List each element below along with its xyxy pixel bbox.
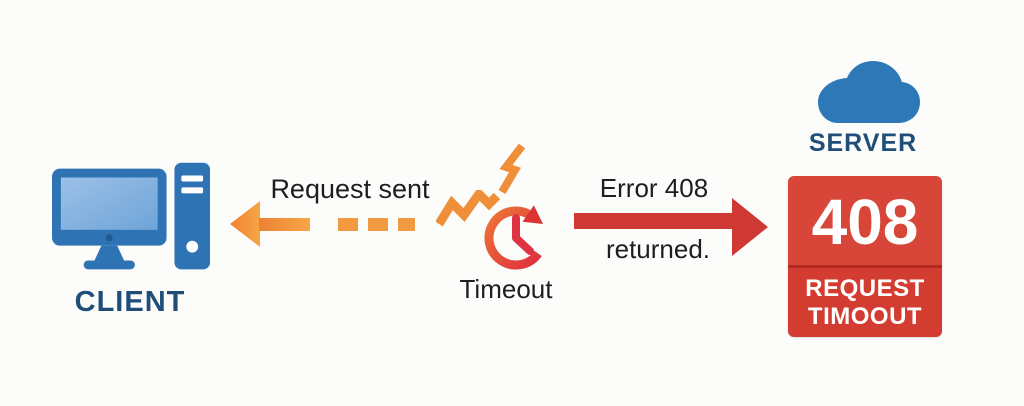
monitor-screen — [60, 177, 158, 230]
tower-slot-1 — [181, 175, 204, 182]
server-label: SERVER — [808, 129, 918, 157]
error-label-line2: returned. — [605, 234, 711, 264]
clock-arrowhead — [522, 205, 543, 224]
error-arrow — [574, 198, 768, 256]
monitor-stand-base — [83, 260, 135, 270]
error-arrow-shaft — [574, 213, 732, 229]
request-arrow — [230, 201, 415, 247]
monitor-stand-neck — [94, 245, 125, 261]
badge-code-section: 408 — [788, 176, 942, 265]
request-sent-label: Request sent — [270, 174, 430, 204]
lightning-bolt-icon — [498, 143, 526, 195]
request-arrow-dash-3 — [398, 218, 415, 231]
client-label: CLIENT — [74, 286, 186, 318]
badge-text-section: REQUEST TIMOOUT — [788, 265, 942, 337]
request-arrow-dash-1 — [338, 218, 358, 231]
request-arrowhead — [230, 201, 260, 247]
broken-connection-zigzag-icon — [436, 190, 500, 227]
clock-circular-arrow — [484, 206, 542, 270]
badge-code: 408 — [811, 185, 919, 258]
timeout-clock-icon — [484, 205, 543, 270]
error-label-line1: Error 408 — [599, 173, 709, 203]
clock-hands — [512, 214, 534, 255]
monitor-power-dot — [105, 234, 113, 242]
tower-power-button — [186, 240, 199, 253]
client-computer-icon — [52, 162, 210, 270]
error-arrowhead — [732, 198, 768, 256]
request-arrow-shaft — [259, 218, 310, 231]
server-cloud-icon — [818, 61, 920, 123]
status-408-badge: 408 REQUEST TIMOOUT — [788, 176, 942, 337]
tower-slot-2 — [181, 187, 204, 194]
timeout-label: Timeout — [459, 274, 553, 304]
request-arrow-dash-2 — [368, 218, 388, 231]
badge-text-line2: TIMOOUT — [807, 302, 923, 330]
badge-text-line1: REQUEST — [805, 275, 925, 303]
